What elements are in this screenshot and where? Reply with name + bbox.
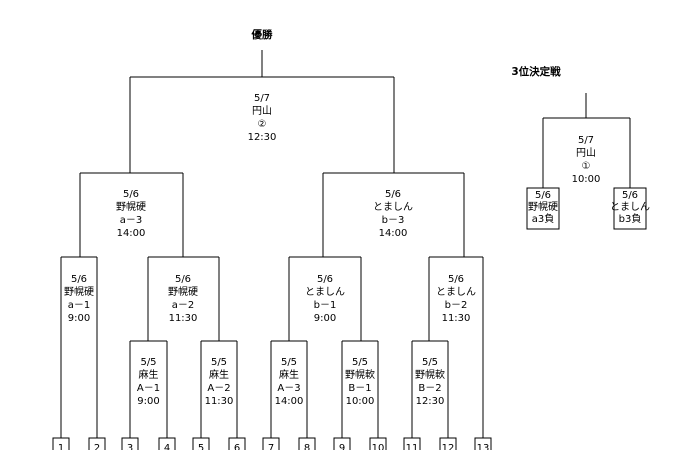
quarterfinal-a1-info-line: 9:00: [68, 313, 90, 324]
team-slot-number: 11: [406, 443, 419, 450]
first-round-2-info-line: 麻生: [209, 368, 229, 381]
quarterfinal-a2-info-line: 5/6: [175, 274, 191, 285]
third-place-team-b-text-line: b3負: [619, 213, 642, 225]
semifinal-b-info-line: とましん: [373, 201, 413, 213]
team-slot-number: 2: [94, 443, 100, 450]
quarterfinal-b2-info-line: b－2: [445, 300, 468, 311]
first-round-5-info-line: 5/5: [422, 357, 438, 368]
quarterfinal-b2-info-line: 11:30: [442, 313, 471, 324]
team-slot-12: [439, 437, 457, 450]
semifinal-a-info-line: 野幌硬: [116, 200, 146, 213]
team-slot-number: 5: [198, 443, 204, 450]
first-round-3-info-line: 14:00: [275, 396, 304, 407]
quarterfinal-a2-info-line: 11:30: [169, 313, 198, 324]
third-place-team-a-text-line: a3負: [532, 213, 555, 225]
third-place-team-b-text-line: とましん: [610, 201, 650, 213]
team-slot-13: [474, 437, 492, 450]
first-round-4-info-line: B－1: [348, 383, 371, 394]
first-round-2-info-line: 11:30: [205, 396, 234, 407]
team-slot-number: 9: [339, 443, 345, 450]
team-slot-number: 1: [58, 443, 64, 450]
semifinal-b-info-line: b－3: [382, 215, 405, 226]
first-round-5-info-line: 12:30: [416, 396, 445, 407]
quarterfinal-a2-info-line: 野幌硬: [168, 285, 198, 298]
first-round-2-info-line: 5/5: [211, 357, 227, 368]
quarterfinal-b1-info-line: 5/6: [317, 274, 333, 285]
first-round-4-info-line: 5/5: [352, 357, 368, 368]
first-round-3-info-line: 麻生: [279, 368, 299, 381]
team-slot-5: [192, 437, 210, 450]
first-round-1-info-line: 麻生: [139, 368, 159, 381]
final-info-line: 12:30: [248, 132, 277, 143]
semifinal-a-info-line: 5/6: [123, 189, 139, 200]
third-place-team-a-text-line: 野幌硬: [528, 200, 558, 213]
quarterfinal-b1-info-line: 9:00: [314, 313, 336, 324]
semifinal-a-info-line: a－3: [120, 215, 143, 226]
team-slot-9: [333, 437, 351, 450]
team-slot-1: [52, 437, 70, 450]
team-slot-4: [158, 437, 176, 450]
first-round-1-info-line: A－1: [137, 383, 160, 394]
final-info-line: 5/7: [254, 93, 270, 104]
third-place-info-line: 10:00: [572, 174, 601, 185]
team-slot-number: 3: [127, 443, 133, 450]
first-round-4-info-line: 10:00: [346, 396, 375, 407]
quarterfinal-b1-info-line: b－1: [314, 300, 337, 311]
quarterfinal-b2-info-line: とましん: [436, 286, 476, 298]
first-round-2-info-line: A－2: [207, 383, 230, 394]
third-place-title: 3位決定戦: [511, 65, 561, 78]
quarterfinal-a1-info-line: a－1: [68, 300, 91, 311]
third-place-team-a: [526, 187, 560, 230]
first-round-5-info-line: B－2: [418, 383, 441, 394]
quarterfinal-a1-info-line: 5/6: [71, 274, 87, 285]
final-info-line: ②: [258, 119, 267, 130]
team-slot-6: [228, 437, 246, 450]
team-slot-number: 6: [234, 443, 240, 450]
semifinal-b-info-line: 5/6: [385, 189, 401, 200]
third-place-team-a-text-line: 5/6: [535, 190, 551, 201]
first-round-4-info-line: 野幌軟: [345, 368, 375, 381]
semifinal-a-info-line: 14:00: [117, 228, 146, 239]
third-place-team-b: [613, 187, 647, 230]
third-place-info-line: ①: [582, 161, 591, 172]
final-info-line: 円山: [252, 105, 272, 117]
team-slot-10: [369, 437, 387, 450]
first-round-5-info-line: 野幌軟: [415, 368, 445, 381]
team-slot-number: 4: [164, 443, 170, 450]
team-slot-3: [121, 437, 139, 450]
first-round-3-info-line: 5/5: [281, 357, 297, 368]
first-round-1-info-line: 5/5: [140, 357, 156, 368]
team-slot-7: [262, 437, 280, 450]
team-slot-number: 12: [442, 443, 455, 450]
champion-label: 優勝: [251, 28, 273, 41]
team-slot-number: 8: [304, 443, 310, 450]
team-slot-number: 10: [372, 443, 385, 450]
first-round-3-info-line: A－3: [277, 383, 300, 394]
quarterfinal-a2-info-line: a－2: [172, 300, 195, 311]
team-slot-number: 7: [268, 443, 274, 450]
team-slot-11: [403, 437, 421, 450]
team-slot-2: [88, 437, 106, 450]
team-slot-8: [298, 437, 316, 450]
third-place-team-b-text-line: 5/6: [622, 190, 638, 201]
third-place-info-line: 円山: [576, 147, 596, 159]
quarterfinal-b1-info-line: とましん: [305, 286, 345, 298]
quarterfinal-b2-info-line: 5/6: [448, 274, 464, 285]
quarterfinal-a1-info-line: 野幌硬: [64, 285, 94, 298]
semifinal-b-info-line: 14:00: [379, 228, 408, 239]
third-place-info-line: 5/7: [578, 135, 594, 146]
first-round-1-info-line: 9:00: [137, 396, 159, 407]
team-slot-number: 13: [477, 443, 490, 450]
